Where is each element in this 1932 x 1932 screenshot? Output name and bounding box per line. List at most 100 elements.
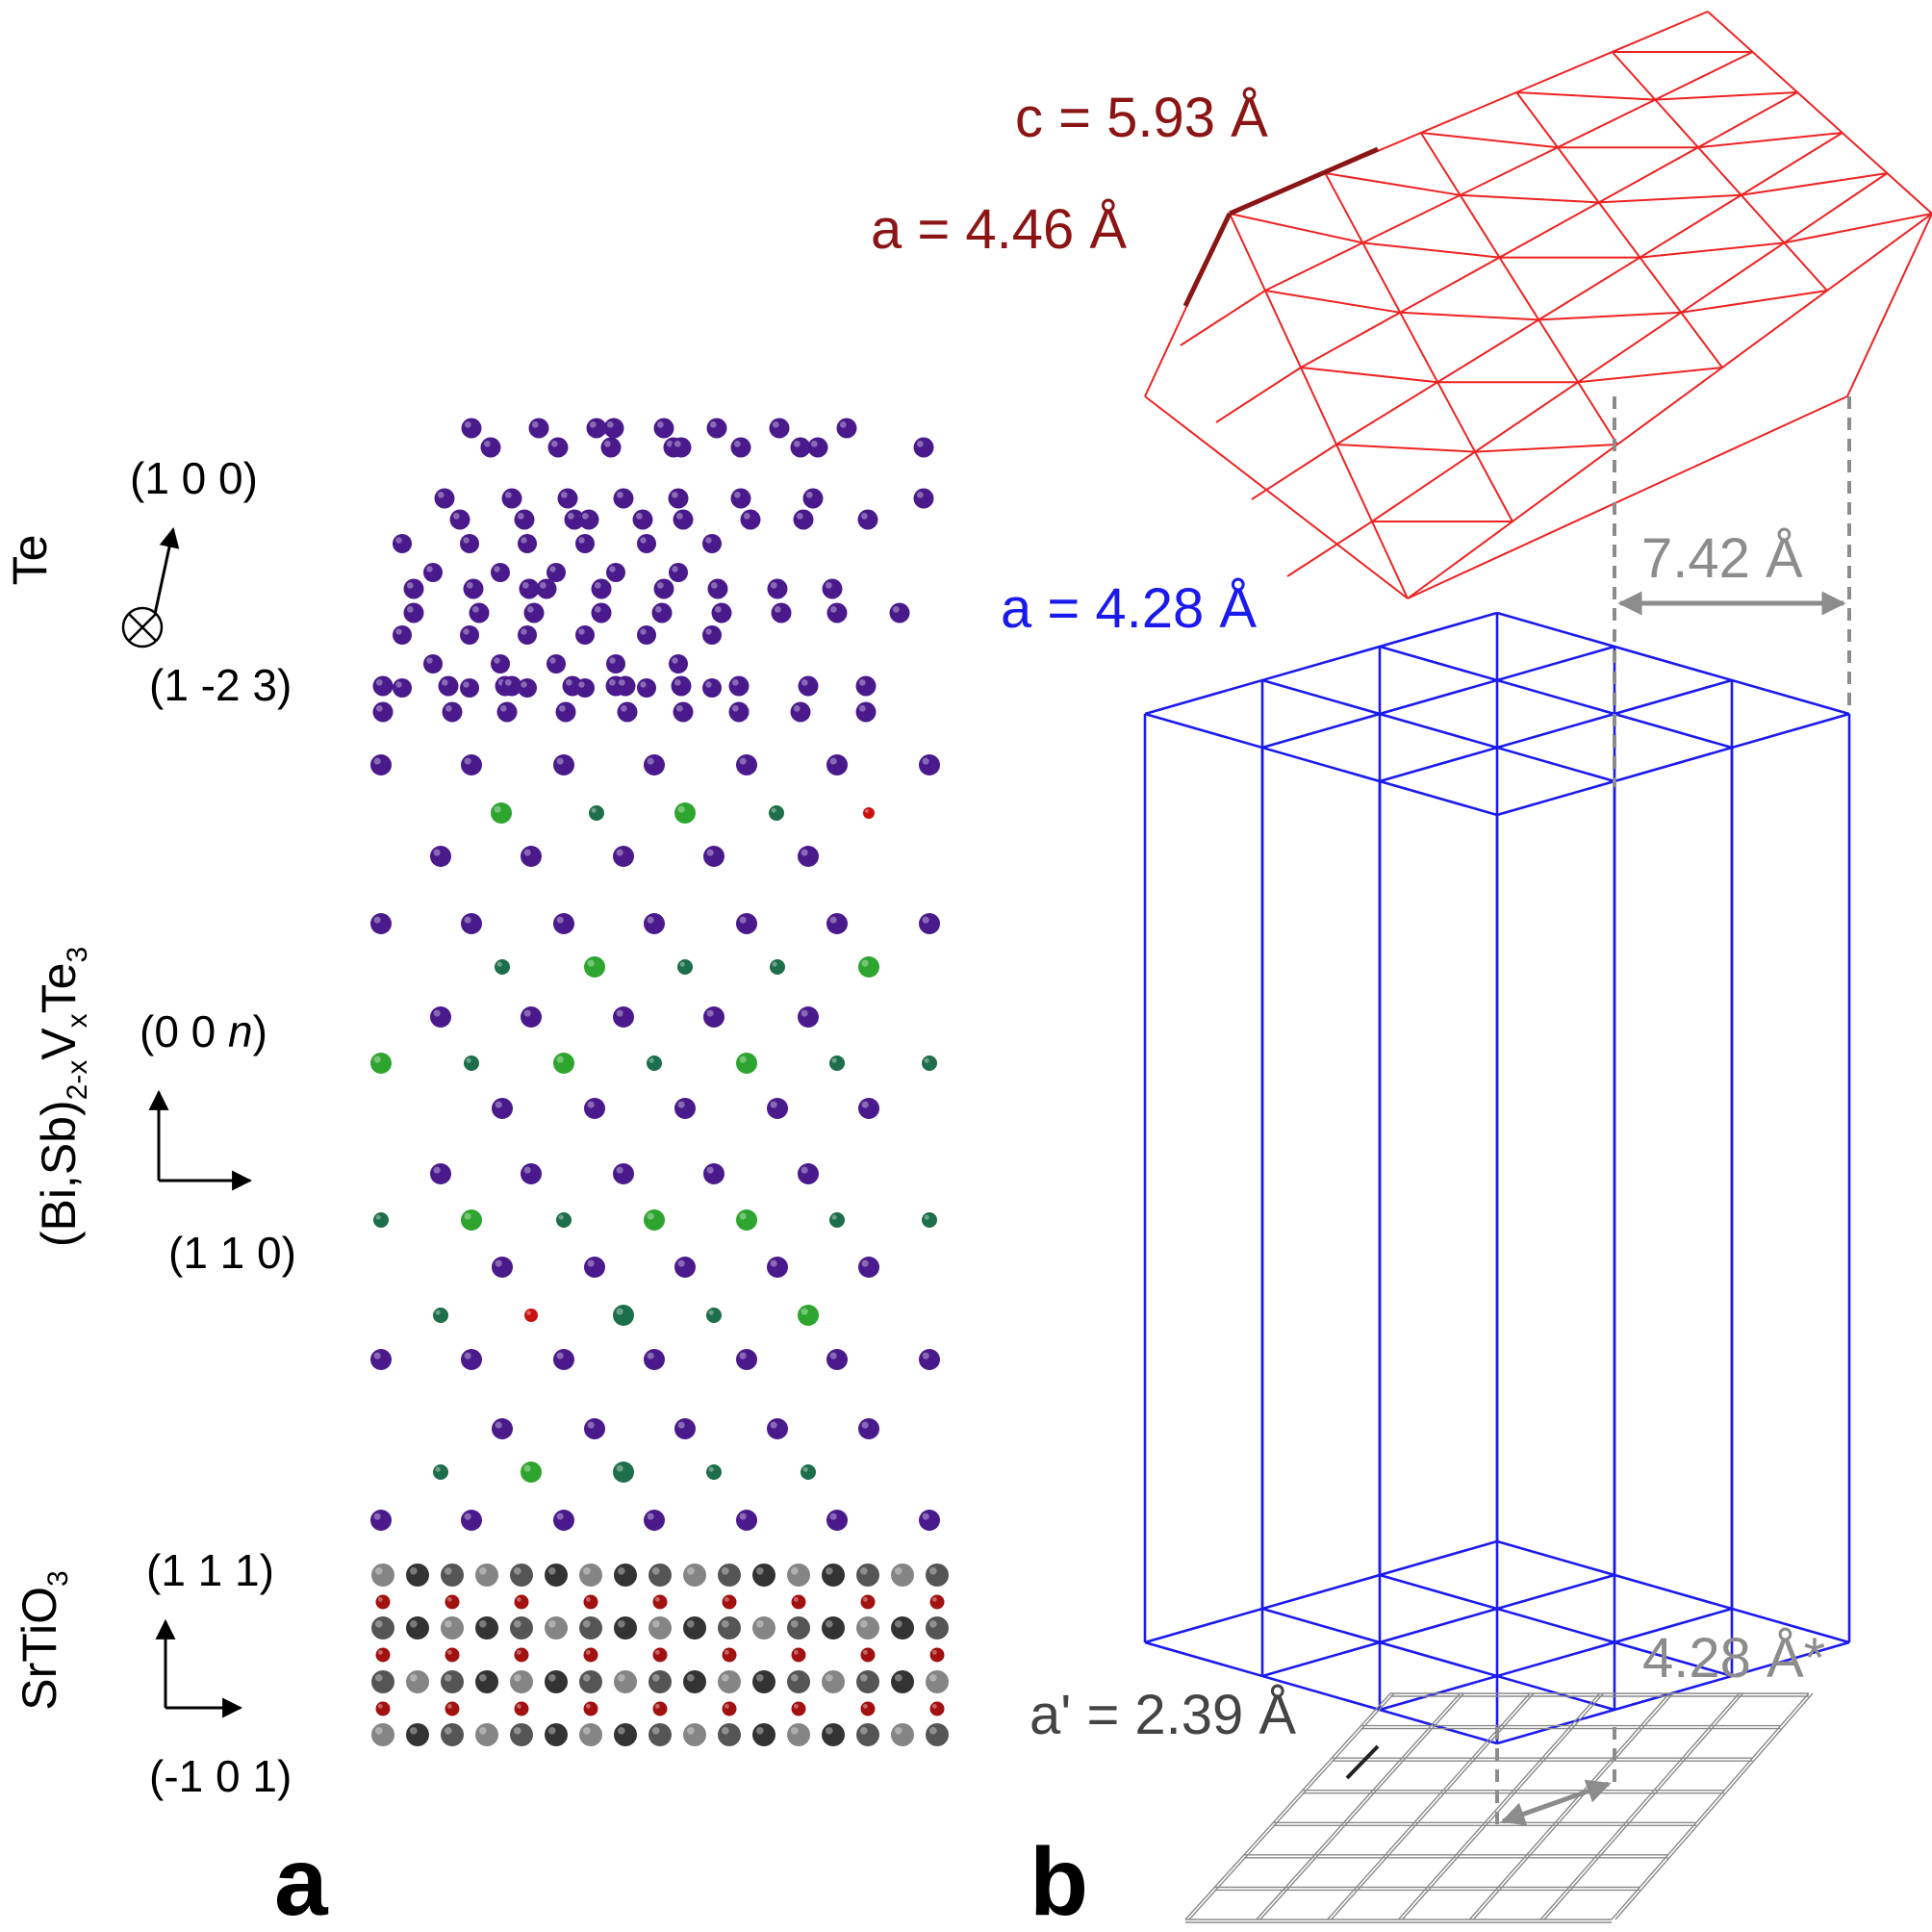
te-atom xyxy=(793,509,814,530)
bsvt-atom-highlight xyxy=(523,1166,531,1174)
sto-atom xyxy=(475,1563,498,1587)
bsvt-atom xyxy=(613,1006,634,1028)
bsvt-atom xyxy=(706,1464,722,1480)
te-atom-highlight xyxy=(406,581,414,589)
sto-atom-highlight xyxy=(790,1726,799,1735)
te-atom-highlight xyxy=(531,420,539,428)
sto-oxygen-atom-highlight xyxy=(654,1649,660,1655)
te-atom xyxy=(578,509,599,530)
te-atom xyxy=(769,418,790,439)
sto-a-label: a' = 2.39 Å xyxy=(1030,1684,1296,1746)
sto-oxygen-atom-highlight xyxy=(931,1703,937,1709)
bsvt-atom xyxy=(919,754,940,775)
sto-oxygen-atom xyxy=(791,1594,806,1610)
bsvt-atom xyxy=(767,1257,788,1278)
te-atom xyxy=(673,509,694,530)
bsvt-atom-highlight xyxy=(556,1352,564,1360)
te-atom-highlight xyxy=(560,491,568,498)
te-atom xyxy=(449,509,470,530)
bsvt-atom-highlight xyxy=(739,1212,747,1220)
te-atom xyxy=(613,488,634,509)
bsvt-atom xyxy=(919,1349,940,1370)
bsvt-atom-highlight xyxy=(647,1513,654,1520)
bsvt-atom xyxy=(521,1462,542,1483)
bsvt-atom xyxy=(703,1163,724,1184)
bsvt-atom xyxy=(769,805,784,821)
lattice-edge xyxy=(1784,213,1932,244)
te-atom xyxy=(615,675,636,697)
lattice-edge xyxy=(1707,11,1932,215)
bsvt-atom-highlight xyxy=(829,1513,837,1520)
bsvt-atom-highlight xyxy=(373,1513,381,1520)
te-atom-highlight xyxy=(606,420,614,428)
sto-atom xyxy=(822,1563,845,1587)
bsvt-atom-highlight xyxy=(647,1352,654,1360)
sto-atom xyxy=(371,1616,394,1640)
te-atom-highlight xyxy=(675,704,683,712)
sto-atom xyxy=(579,1670,602,1693)
bsvt-atom xyxy=(922,1212,937,1228)
bsvt-atom xyxy=(798,1006,819,1028)
bsvt-atom xyxy=(644,1349,665,1370)
bsvt-atom xyxy=(370,1510,392,1531)
te-atom xyxy=(555,701,576,723)
te-atom xyxy=(889,602,910,623)
te-atom xyxy=(855,701,877,723)
lattice-edge xyxy=(1538,311,1682,321)
lattice-edge xyxy=(1144,611,1498,716)
bsvt-axis-gizmo: (0 0 n) (1 1 0) xyxy=(140,1006,296,1278)
lattice-edge xyxy=(1379,645,1733,750)
sto-oxygen-atom xyxy=(652,1647,668,1663)
bsvt-atom xyxy=(433,1308,448,1323)
bsvt-atom-highlight xyxy=(495,1421,502,1429)
lattice-edge xyxy=(1325,172,1461,196)
te-atom xyxy=(547,437,569,458)
bsvt-atom-highlight xyxy=(556,757,564,765)
lattice-edge xyxy=(1300,91,1798,369)
sto-oxygen-atom xyxy=(652,1594,668,1610)
sto-atom xyxy=(822,1616,845,1640)
lattice-edge xyxy=(1286,521,1373,577)
bsvt-atom xyxy=(373,1212,389,1228)
te-atom-highlight xyxy=(705,681,712,688)
bsvt-atom-highlight xyxy=(616,1308,623,1315)
bsvt-atom-highlight xyxy=(861,1101,869,1108)
bsvt-atom xyxy=(613,1305,634,1326)
lattice-edge xyxy=(1741,172,1888,196)
te-atom xyxy=(728,701,750,723)
te-atom xyxy=(591,602,612,623)
sto-atom-highlight xyxy=(651,1726,660,1735)
lattice-edge xyxy=(1496,712,1850,817)
te-atom xyxy=(372,675,394,697)
sto-atom xyxy=(614,1616,637,1640)
te-atom xyxy=(480,437,501,458)
sto-oxygen-atom xyxy=(929,1594,945,1610)
sto-atom-highlight xyxy=(582,1673,591,1682)
te-atom-highlight xyxy=(620,704,627,712)
bsvt-atom-highlight xyxy=(587,959,595,967)
bsvt-atom xyxy=(826,1349,848,1370)
te-atom-highlight xyxy=(426,566,433,572)
bsvt-atom xyxy=(492,1098,513,1119)
sto-oxygen-atom-highlight xyxy=(516,1703,521,1709)
sto-oxygen-atom-highlight xyxy=(862,1703,868,1709)
sto-oxygen-atom xyxy=(722,1594,737,1610)
sto-atom-highlight xyxy=(894,1619,902,1628)
sto-atom xyxy=(510,1616,533,1640)
te-atom-highlight xyxy=(825,581,832,589)
lattice-edge xyxy=(1419,132,1618,445)
te-atom-highlight xyxy=(494,566,500,572)
te-atom-highlight xyxy=(549,566,556,572)
bsvt-atom xyxy=(677,959,693,975)
sto-atom xyxy=(406,1670,429,1693)
bsvt-atom xyxy=(829,1212,845,1228)
bsvt-atom-highlight xyxy=(466,1057,471,1063)
te-atom-highlight xyxy=(565,678,572,686)
bsvt-atom-highlight xyxy=(771,807,776,813)
sto-oxygen-atom xyxy=(791,1647,806,1663)
sto-atom-highlight xyxy=(686,1673,695,1682)
bsvt-atom-highlight xyxy=(829,1352,837,1360)
bsvt-atom xyxy=(798,1305,819,1326)
te-atom xyxy=(740,509,761,530)
te-atom xyxy=(591,578,612,599)
